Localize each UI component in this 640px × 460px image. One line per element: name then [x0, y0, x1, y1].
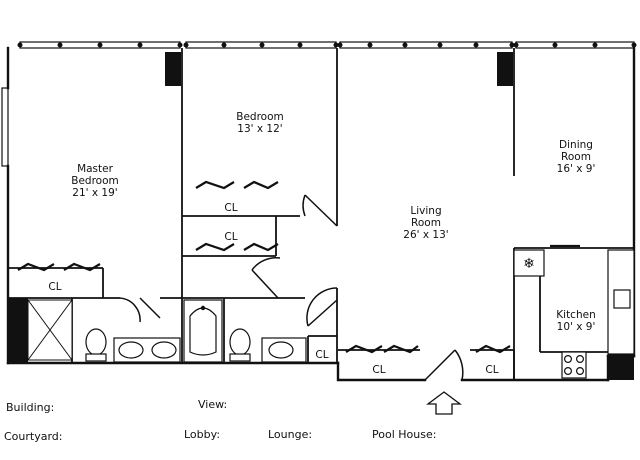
- view-field: View:: [198, 398, 228, 411]
- master-bedroom-label: Master: [77, 163, 114, 175]
- bedroom-size: 13' x 12': [237, 123, 282, 135]
- bathroom-sinks: [113, 337, 307, 363]
- dining-room-label-2: Room: [561, 151, 591, 163]
- living-room-label: Living: [410, 205, 441, 217]
- shower: [27, 299, 73, 361]
- kitchen-size: 10' x 9': [557, 321, 596, 333]
- closet-label-bedroom-2: CL: [224, 231, 237, 243]
- left-window: [1, 87, 9, 167]
- dining-room-label: Dining: [559, 139, 593, 151]
- entrance-arrow-icon: [426, 391, 462, 415]
- bedroom-label: Bedroom: [236, 111, 284, 123]
- closet-label-foyer: CL: [485, 364, 498, 376]
- toilets: [85, 328, 251, 362]
- closet-label-hall: CL: [315, 349, 328, 361]
- interior-walls: [8, 48, 634, 380]
- fan-icon: ❄: [523, 256, 535, 272]
- kitchen-fixtures: [513, 244, 635, 379]
- lounge-field: Lounge:: [268, 428, 313, 441]
- structural-columns: [8, 52, 634, 380]
- doors: [119, 194, 464, 381]
- living-room-label-2: Room: [411, 217, 441, 229]
- bathtub: [183, 299, 223, 363]
- dining-room-size: 16' x 9': [557, 163, 596, 175]
- master-bedroom-size: 21' x 19': [72, 187, 117, 199]
- closet-label-entry: CL: [372, 364, 385, 376]
- courtyard-field: Courtyard:: [4, 430, 63, 443]
- building-field: Building:: [6, 401, 55, 414]
- closet-label-bedroom-1: CL: [224, 202, 237, 214]
- closet-label-master: CL: [48, 281, 61, 293]
- kitchen-label: Kitchen: [556, 309, 595, 321]
- lobby-field: Lobby:: [184, 428, 221, 441]
- closet-doors: [17, 180, 511, 354]
- top-windows: [17, 41, 637, 49]
- master-bedroom-label-2: Bedroom: [71, 175, 119, 187]
- pool-house-field: Pool House:: [372, 428, 437, 441]
- living-room-size: 26' x 13': [403, 229, 448, 241]
